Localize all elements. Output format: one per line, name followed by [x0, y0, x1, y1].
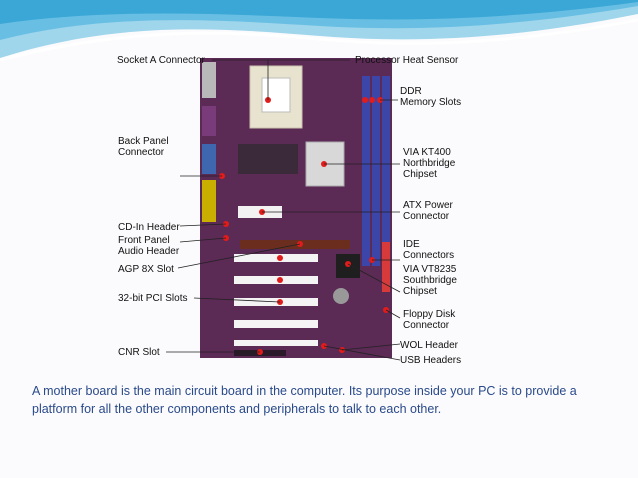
ide-connector: [382, 242, 390, 292]
pci-slot: [234, 320, 318, 328]
ddr-slot: [362, 76, 370, 266]
back-panel-port: [202, 144, 216, 174]
label-via-vt8235-line2: Southbridge: [403, 275, 457, 286]
label-atx-power: ATX Power Connector: [403, 200, 453, 222]
label-via-kt400-line3: Chipset: [403, 169, 437, 180]
back-panel-port: [202, 62, 216, 98]
label-front-panel-line2: Audio Header: [118, 246, 180, 257]
motherboard-diagram: [166, 58, 401, 361]
label-back-panel-line1: Back Panel: [118, 136, 169, 147]
label-cnr: CNR Slot: [118, 347, 160, 358]
capacitor-cluster: [238, 144, 298, 174]
label-pci: 32-bit PCI Slots: [118, 293, 188, 304]
cpu-socket-center: [261, 77, 291, 113]
label-back-panel: Back Panel Connector: [118, 136, 169, 158]
pci-slot: [234, 340, 318, 346]
label-ddr-line2: Memory Slots: [400, 97, 462, 108]
slide-caption: A mother board is the main circuit board…: [32, 384, 577, 416]
label-processor-heat: Processor Heat Sensor: [355, 55, 459, 66]
label-via-kt400-line1: VIA KT400: [403, 147, 451, 158]
label-via-vt8235-line3: Chipset: [403, 286, 437, 297]
label-ddr-line1: DDR: [400, 86, 422, 97]
label-ide-line1: IDE: [403, 239, 420, 250]
back-panel-port: [202, 106, 216, 136]
label-via-vt8235: VIA VT8235 Southbridge Chipset: [403, 264, 457, 297]
label-ddr: DDR Memory Slots: [400, 86, 461, 108]
label-usb: USB Headers: [400, 355, 462, 366]
label-via-kt400-line2: Northbridge: [403, 158, 456, 169]
label-floppy: Floppy Disk Connector: [403, 309, 455, 331]
pci-slot: [234, 276, 318, 284]
ddr-slot: [372, 76, 380, 266]
label-ide-line2: Connectors: [403, 250, 455, 261]
leader-lines: [166, 59, 401, 361]
label-front-panel-line1: Front Panel: [118, 235, 170, 246]
label-atx-power-line1: ATX Power: [403, 200, 453, 211]
label-socket-a: Socket A Connector: [117, 55, 205, 66]
ddr-slot: [382, 76, 390, 266]
pci-slot: [234, 254, 318, 262]
header-wave-banner: [0, 0, 638, 70]
label-via-vt8235-line1: VIA VT8235: [403, 264, 457, 275]
label-agp: AGP 8X Slot: [118, 264, 174, 275]
label-floppy-line2: Connector: [403, 320, 450, 331]
label-floppy-line1: Floppy Disk: [403, 309, 456, 320]
label-ide: IDE Connectors: [403, 239, 454, 261]
label-back-panel-line2: Connector: [118, 147, 165, 158]
agp-slot: [240, 240, 350, 249]
label-wol: WOL Header: [400, 340, 458, 351]
label-cd-in: CD-In Header: [118, 222, 180, 233]
label-via-kt400: VIA KT400 Northbridge Chipset: [403, 147, 455, 180]
back-panel-port: [202, 180, 216, 222]
label-front-panel: Front Panel Audio Header: [118, 235, 179, 257]
cmos-battery: [333, 288, 349, 304]
label-atx-power-line2: Connector: [403, 211, 450, 222]
